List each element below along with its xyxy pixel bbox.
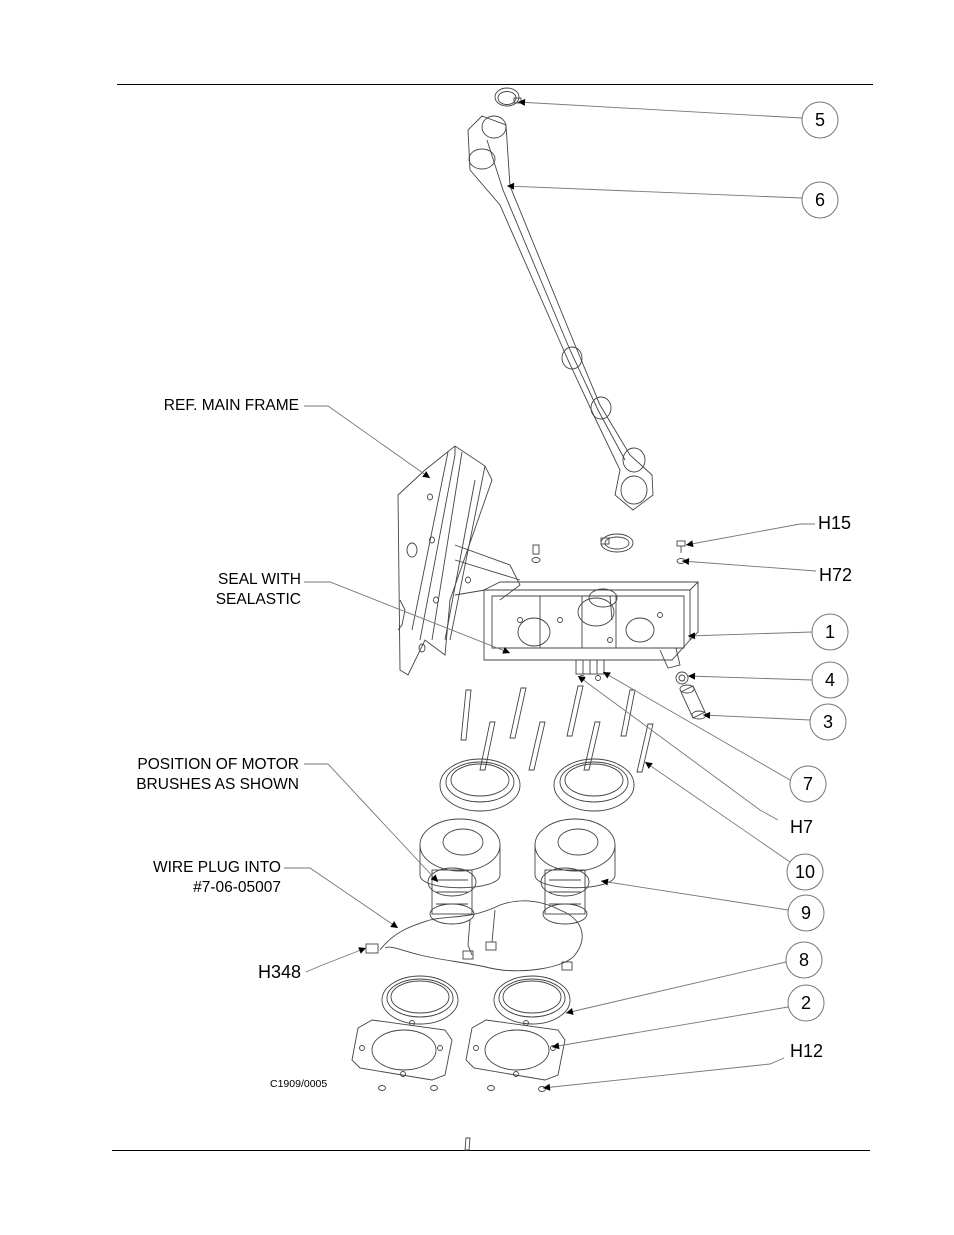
callout-5: 5 (814, 110, 825, 130)
balloon-2 (787, 984, 825, 1022)
callout-10: 10 (794, 862, 816, 882)
label-wire-line2: #7-06-05007 (193, 879, 281, 896)
balloon-6 (801, 181, 839, 219)
hose-clamp-lower-part (600, 533, 634, 553)
label-seal-line1: SEAL WITH (218, 571, 301, 588)
callout-4: 4 (824, 670, 835, 690)
mounting-plate-left (351, 1019, 453, 1081)
wiring-harness (365, 900, 583, 972)
leader-ref-main-frame (304, 405, 431, 479)
motor-gasket-upper-left (439, 758, 521, 812)
leader-6 (506, 182, 803, 199)
leader-10 (644, 761, 791, 863)
vacuum-motor-right (534, 818, 616, 925)
balloon-3 (809, 703, 847, 741)
motor-gasket-lower-right (493, 975, 571, 1025)
hose-clamp-part (494, 87, 522, 107)
leader-h15 (685, 523, 815, 548)
leader-4 (687, 672, 813, 681)
leader-2 (551, 1006, 789, 1050)
balloon-10 (786, 853, 824, 891)
leader-h348 (305, 947, 367, 973)
label-wire-line1: WIRE PLUG INTO (152, 859, 281, 876)
label-motor-line2: BRUSHES AS SHOWN (136, 776, 299, 793)
label-motor-brushes: POSITION OF MOTOR BRUSHES AS SHOWN (136, 755, 299, 795)
callout-1: 1 (824, 622, 835, 642)
leader-h7 (577, 675, 779, 821)
leader-seal (304, 581, 511, 654)
leader-7 (602, 671, 791, 781)
label-motor-line1: POSITION OF MOTOR (137, 756, 299, 773)
balloon-5 (801, 101, 839, 139)
drawing-code: C1909/0005 (270, 1078, 328, 1090)
frame-bolts (531, 544, 541, 563)
leader-9 (600, 878, 789, 911)
loose-fitting-bottom (464, 1137, 471, 1151)
bottom-rule (112, 1150, 870, 1151)
top-rule (117, 84, 873, 85)
callout-9: 9 (800, 903, 811, 923)
leader-1 (687, 631, 813, 640)
leader-3 (702, 711, 811, 721)
callout-h12: H12 (790, 1041, 824, 1061)
threaded-studs-part (460, 685, 654, 773)
leader-motor-brushes (304, 763, 439, 883)
leader-h72 (681, 558, 817, 572)
callout-h348: H348 (258, 962, 302, 982)
fitting-part-4 (675, 671, 689, 685)
label-seal-with-sealastic: SEAL WITH SEALASTIC (216, 570, 301, 610)
callout-8: 8 (798, 950, 809, 970)
leader-h12 (542, 1057, 785, 1091)
callout-3: 3 (822, 712, 833, 732)
vacuum-hose-part (467, 115, 654, 511)
callout-h72: H72 (819, 565, 853, 585)
leader-5 (517, 98, 803, 119)
callout-h7: H7 (790, 817, 814, 837)
balloon-7 (789, 765, 827, 803)
label-wire-plug: WIRE PLUG INTO #7-06-05007 (153, 858, 281, 898)
callout-h15: H15 (818, 513, 852, 533)
callout-7: 7 (802, 774, 813, 794)
screw-h15-part (676, 540, 686, 553)
motor-gasket-lower-left (381, 975, 459, 1025)
balloon-9 (787, 894, 825, 932)
label-seal-line2: SEALASTIC (215, 591, 301, 608)
leader-wire-plug (284, 867, 399, 929)
callout-2: 2 (800, 993, 811, 1013)
balloon-8 (785, 941, 823, 979)
motor-gasket-upper-right (553, 758, 635, 812)
callout-6: 6 (814, 190, 825, 210)
nuts-h12-part (378, 1085, 546, 1092)
label-ref-main-frame: REF. MAIN FRAME (163, 397, 299, 414)
mounting-plate-right (465, 1019, 566, 1081)
leader-8 (565, 961, 787, 1015)
elbow-fitting-part-3 (679, 684, 707, 720)
vacuum-motor-left (419, 818, 501, 925)
main-frame-reference (397, 445, 521, 676)
motor-mount-box-part (483, 581, 700, 669)
